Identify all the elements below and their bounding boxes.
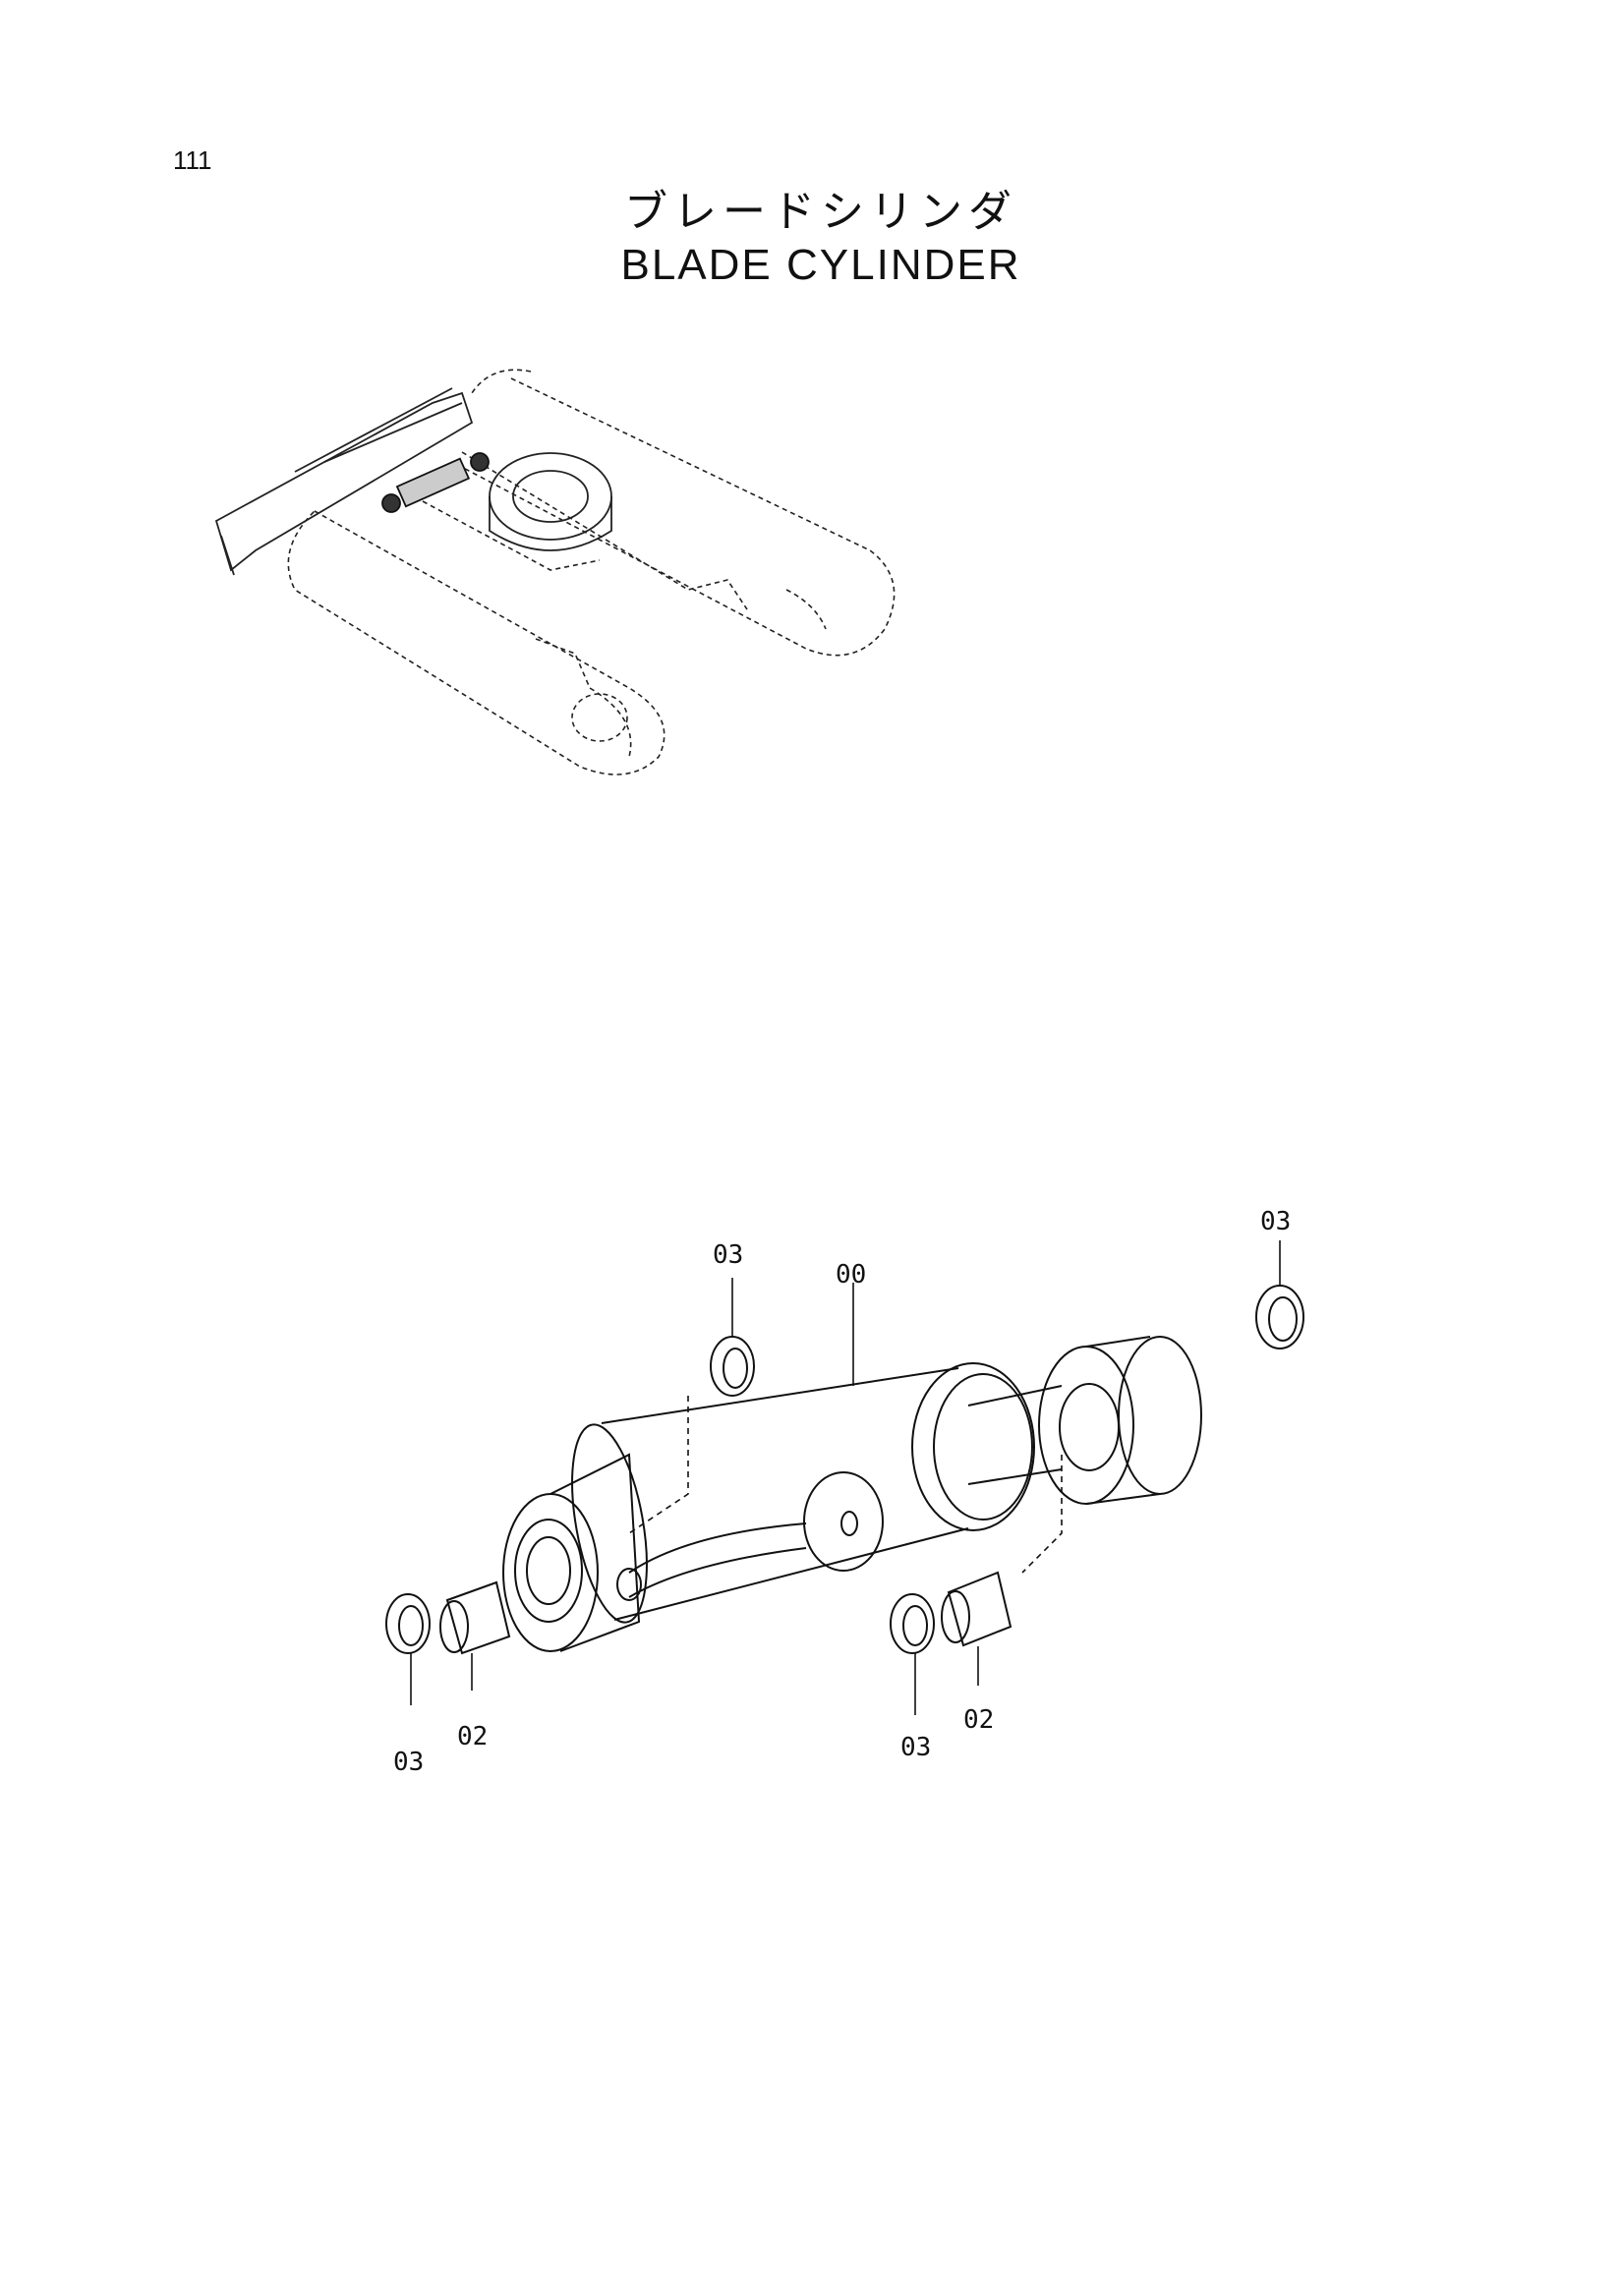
callout-label: 03: [900, 1733, 932, 1762]
callout-label: 00: [836, 1260, 867, 1290]
callout-label: 03: [1260, 1207, 1292, 1236]
callout-label: 03: [713, 1240, 744, 1270]
callout-label: 02: [457, 1722, 489, 1751]
title-block: ブレードシリンダ BLADE CYLINDER: [590, 187, 1052, 293]
title-english: BLADE CYLINDER: [620, 241, 1021, 289]
callout-label: 02: [963, 1705, 995, 1735]
title-japanese: ブレードシリンダ: [624, 187, 1017, 237]
callout-label: 03: [393, 1748, 425, 1777]
page-number: 111: [173, 145, 212, 175]
